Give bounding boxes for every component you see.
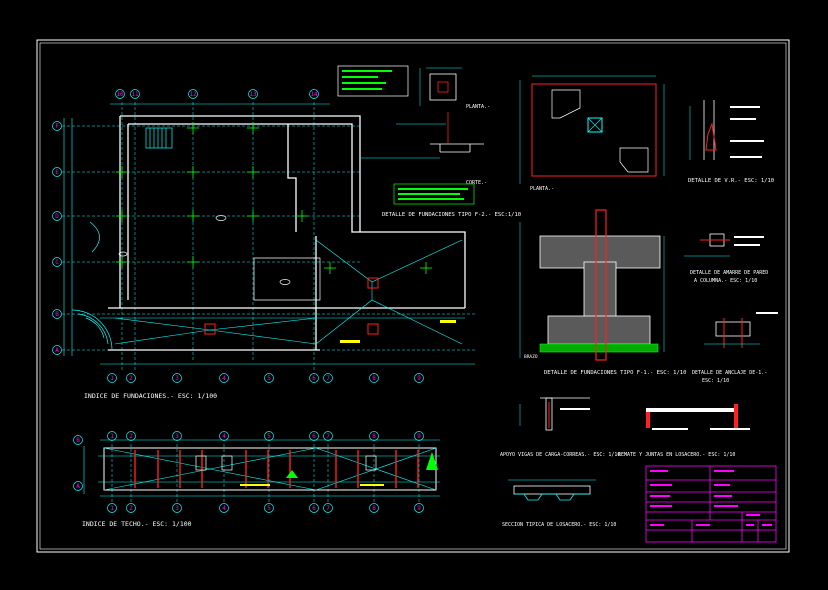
- axis-label: 10: [116, 91, 124, 98]
- axis-label: 8: [372, 505, 376, 512]
- roof-outline: [103, 447, 437, 491]
- seccion-title: SECCION TIPICA DE LOSACERO.- ESC: 1/10: [502, 522, 616, 528]
- title-block-text-stubs: [650, 470, 772, 526]
- f2-section-label: CORTE.-: [466, 180, 487, 186]
- anclaje-title-line1: DETALLE DE ANCLAJE DE-1.-: [692, 370, 767, 376]
- axis-label: 7: [326, 433, 330, 440]
- roof-dimension-lines: [83, 439, 440, 497]
- foundation-grid-lines: [62, 102, 475, 370]
- axis-label: 2: [129, 375, 133, 382]
- f2-section-view: [360, 112, 484, 159]
- axis-label: 9: [417, 433, 421, 440]
- axis-label: 1: [110, 375, 114, 382]
- roof-plan[interactable]: 1 2 3 4 5 6 7 8 9 1 2 3 4: [73, 431, 441, 529]
- axis-label: 7: [326, 375, 330, 382]
- axis-label: 4: [222, 505, 226, 512]
- f1-title: DETALLE DE FUNDACIONES TIPO F-1.- ESC: 1…: [544, 370, 686, 376]
- amarre-title-line2: A COLUMNA.- ESC: 1/10: [694, 278, 757, 284]
- roof-left-axis: B A: [73, 435, 83, 491]
- axis-label: 3: [175, 433, 179, 440]
- foundation-bottom-axis: 1 2 3 4 5 6 7 8 9: [107, 373, 424, 383]
- foundation-plan-title: INDICE DE FUNDACIONES.- ESC: 1/100: [84, 392, 217, 400]
- axis-label: A: [76, 483, 80, 490]
- axis-label: 12: [189, 91, 197, 98]
- axis-label: 3: [175, 505, 179, 512]
- foundation-columns: [204, 277, 379, 335]
- outer-frame: [36, 39, 790, 553]
- axis-label: 4: [222, 375, 226, 382]
- left-ramp: [71, 221, 113, 351]
- axis-label: 7: [326, 505, 330, 512]
- axis-label: D: [55, 213, 59, 220]
- footing-ellipses: [118, 215, 291, 285]
- axis-label: 4: [222, 433, 226, 440]
- detail-remate[interactable]: REMATE Y JUNTAS EN LOSACERO.- ESC: 1/10: [618, 404, 750, 458]
- f1-stem: [583, 261, 617, 321]
- axis-label: 6: [312, 375, 316, 382]
- axis-label: 5: [267, 433, 271, 440]
- f2-title: DETALLE DE FUNDACIONES TIPO F-2.- ESC:1/…: [382, 212, 521, 218]
- detail-anclaje[interactable]: DETALLE DE ANCLAJE DE-1.- ESC: 1/10: [692, 312, 778, 384]
- axis-label: B: [76, 437, 80, 444]
- footing-markers: [116, 122, 432, 274]
- detail-vr[interactable]: DETALLE DE V.R.- ESC: 1/10: [688, 100, 774, 184]
- axis-label: C: [55, 259, 59, 266]
- axis-label: E: [55, 169, 59, 176]
- roof-beam-boxes: [195, 455, 377, 471]
- roof-green-marks: [286, 452, 438, 478]
- foundation-top-axis: 10 11 12 13 14: [115, 89, 319, 99]
- amarre-title-line1: DETALLE DE AMARRE DE PARED: [690, 270, 768, 276]
- axis-label: 6: [312, 505, 316, 512]
- axis-label: 8: [372, 433, 376, 440]
- f2-plan-label: PLANTA.-: [466, 104, 490, 110]
- f2-plan-view: [419, 67, 462, 106]
- detail-foundation-f2[interactable]: PLANTA.- CORTE.- DETALLE DE FUNDACIONES …: [337, 65, 521, 218]
- detail-apoyo-vigas[interactable]: APOYO VIGAS DE CARGA-CORREAS.- ESC: 1/10: [500, 397, 620, 458]
- axis-label: 2: [129, 505, 133, 512]
- column-plan-label: PLANTA.-: [530, 186, 554, 192]
- foundation-lower-zone: [100, 239, 465, 345]
- axis-label: 6: [312, 433, 316, 440]
- axis-label: B: [55, 311, 59, 318]
- detail-column-plan[interactable]: PLANTA.-: [519, 75, 665, 192]
- anclaje-title-line2: ESC: 1/10: [702, 378, 729, 384]
- axis-label: 1: [110, 505, 114, 512]
- axis-label: 5: [267, 505, 271, 512]
- axis-label: 9: [417, 505, 421, 512]
- inner-frame: [39, 42, 787, 550]
- roof-bottom-axis: 1 2 3 4 5 6 7 8 9: [107, 503, 424, 513]
- foundation-left-axis: F E D C B A: [52, 121, 62, 355]
- detail-seccion-losacero[interactable]: SECCION TIPICA DE LOSACERO.- ESC: 1/10: [502, 479, 616, 528]
- axis-label: 8: [372, 375, 376, 382]
- f1-footing: [547, 315, 651, 345]
- axis-label: 11: [131, 91, 139, 98]
- vr-title: DETALLE DE V.R.- ESC: 1/10: [688, 178, 774, 184]
- foundation-walls: [108, 115, 466, 351]
- axis-label: 13: [249, 91, 257, 98]
- foundation-plan[interactable]: 10 11 12 13 14 1 2 3 4 5 6 7: [52, 89, 476, 401]
- axis-label: 5: [267, 375, 271, 382]
- roof-yellow-notes: [240, 484, 384, 486]
- roof-top-axis: 1 2 3 4 5 6 7 8 9: [107, 431, 424, 441]
- detail-amarre[interactable]: DETALLE DE AMARRE DE PARED A COLUMNA.- E…: [684, 233, 768, 284]
- axis-label: 2: [129, 433, 133, 440]
- f2-note-box: [393, 183, 475, 205]
- axis-label: F: [55, 123, 59, 130]
- foundation-dimension-lines: [63, 103, 475, 365]
- axis-label: 3: [175, 375, 179, 382]
- f2-legend-box: [337, 65, 409, 97]
- axis-label: A: [55, 347, 59, 354]
- roof-plan-title: INDICE DE TECHO.- ESC: 1/100: [82, 520, 192, 528]
- axis-label: 9: [417, 375, 421, 382]
- detail-foundation-f1[interactable]: BRAZO DETALLE DE FUNDACIONES TIPO F-1.- …: [519, 209, 686, 376]
- axis-label: 1: [110, 433, 114, 440]
- foundation-column-notes: [340, 320, 456, 343]
- title-block[interactable]: [645, 465, 777, 543]
- axis-label: 14: [310, 91, 318, 98]
- f1-label: BRAZO: [524, 354, 538, 360]
- apoyo-title: APOYO VIGAS DE CARGA-CORREAS.- ESC: 1/10: [500, 452, 620, 458]
- remate-title: REMATE Y JUNTAS EN LOSACERO.- ESC: 1/10: [618, 452, 735, 458]
- stair-symbol: [145, 127, 173, 149]
